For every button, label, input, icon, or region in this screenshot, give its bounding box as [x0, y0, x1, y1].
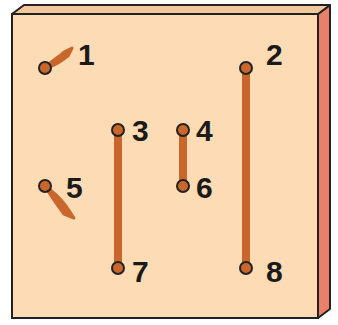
callout-number: 6: [196, 173, 213, 203]
lace-hole: [240, 262, 252, 274]
lace-hole: [39, 180, 51, 192]
board-top-edge: [12, 5, 330, 14]
callout-number: 1: [78, 40, 95, 70]
lace-hole: [39, 62, 51, 74]
lace: [179, 130, 187, 186]
board-side: [318, 5, 330, 318]
board-face: [12, 14, 318, 318]
callout-number: 3: [132, 116, 149, 146]
callout-number: 8: [266, 257, 283, 287]
lace-hole: [177, 180, 189, 192]
lace-hole: [112, 124, 124, 136]
lace-hole: [240, 62, 252, 74]
callout-number: 7: [132, 257, 149, 287]
lace: [114, 130, 122, 268]
lace-hole: [177, 124, 189, 136]
lace-hole: [112, 262, 124, 274]
lace: [242, 68, 250, 268]
callout-number: 5: [66, 173, 83, 203]
callout-number: 4: [196, 116, 213, 146]
callout-number: 2: [266, 40, 283, 70]
